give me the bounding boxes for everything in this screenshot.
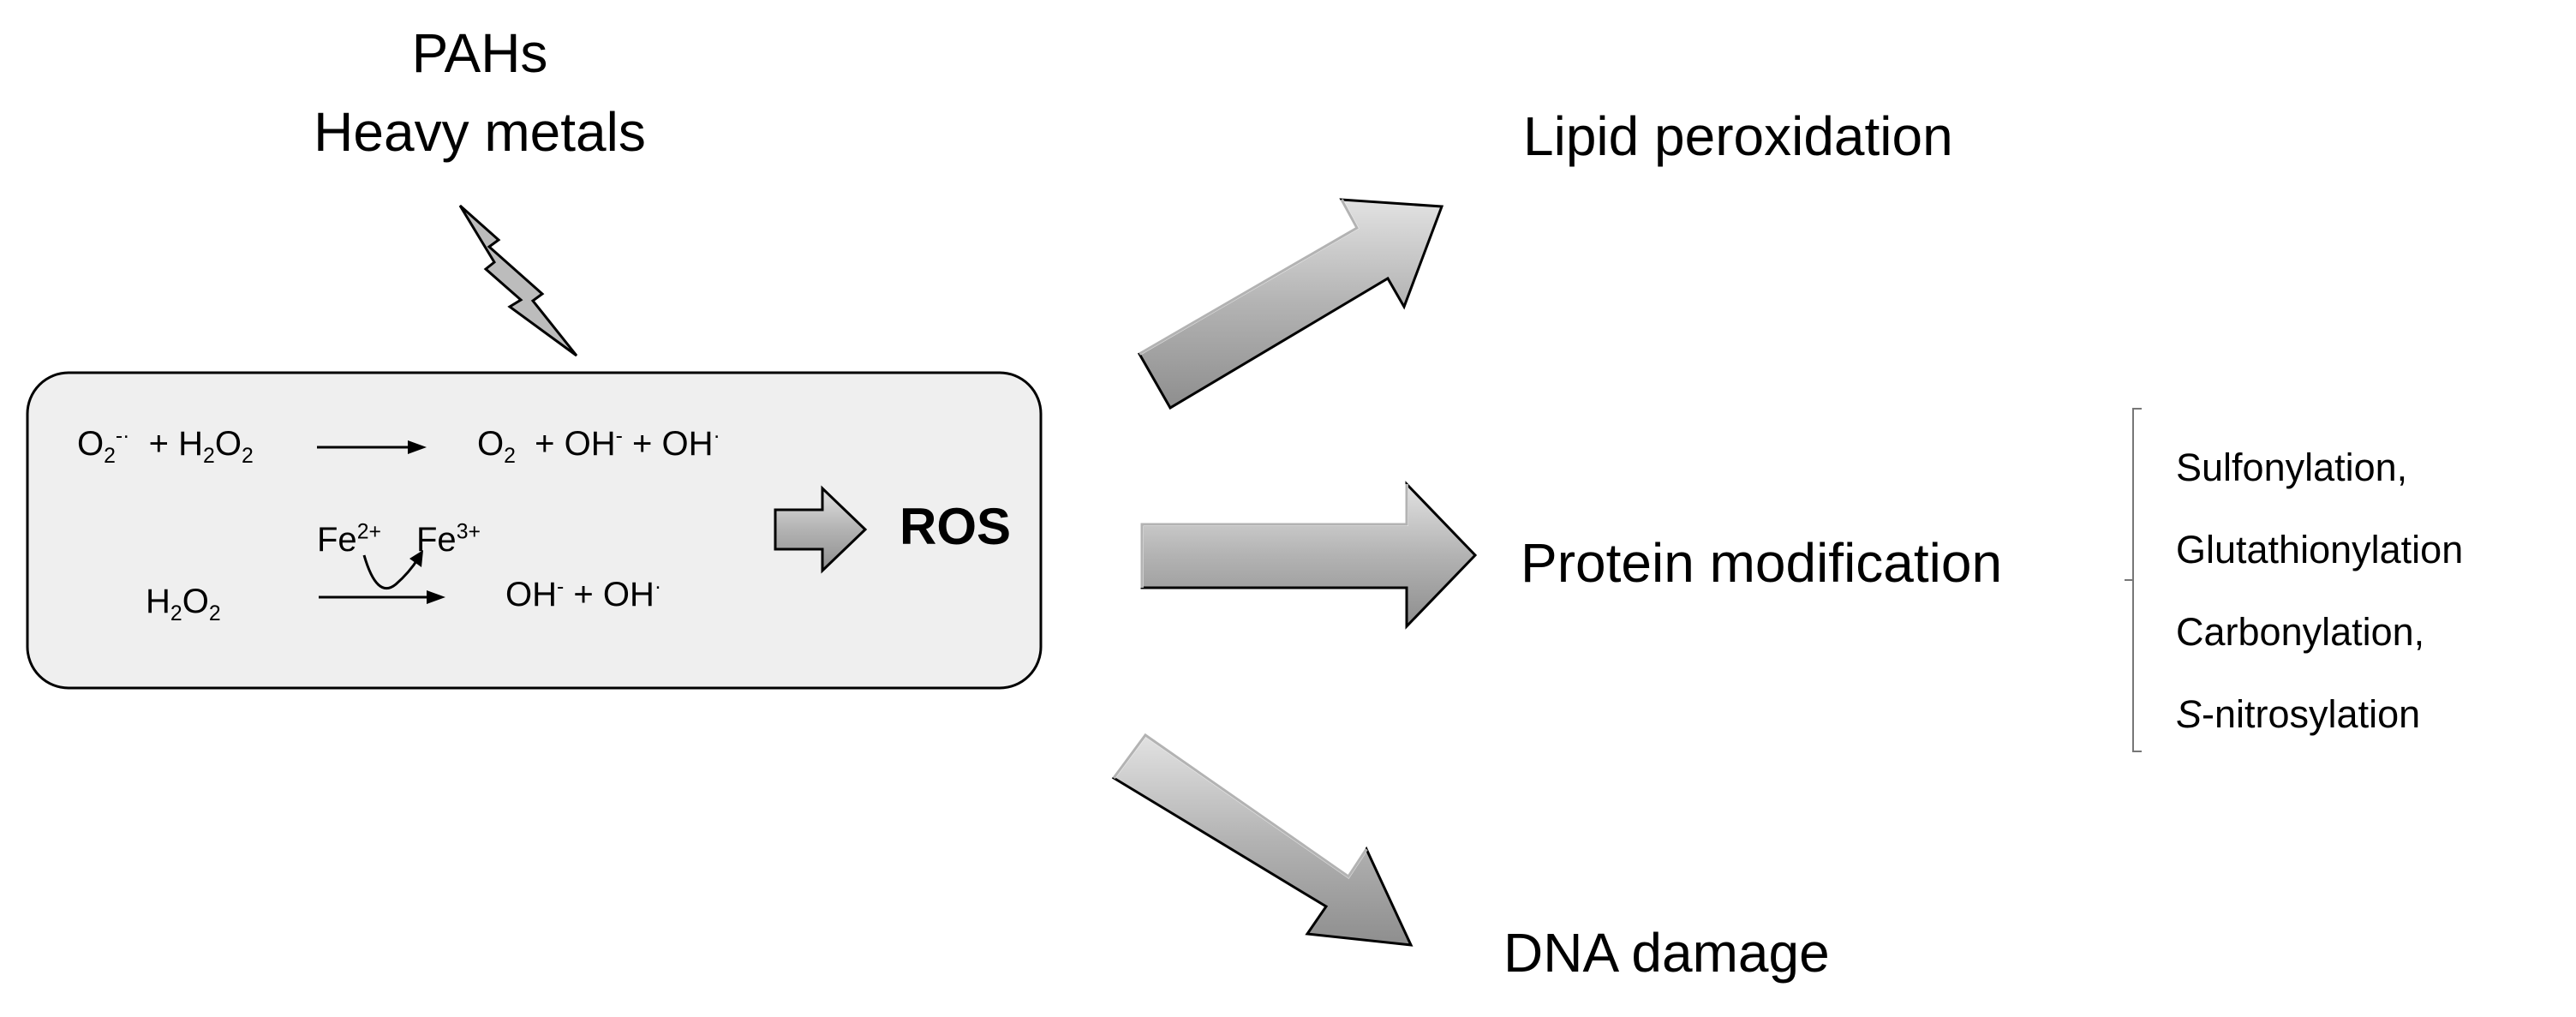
modification-item: Carbonylation, — [2176, 610, 2425, 654]
protein-arrow-icon — [1140, 481, 1478, 630]
reaction-1-products: O2 + OH- + OH· — [477, 424, 720, 468]
reaction-box — [26, 371, 1043, 690]
dna-arrow-icon — [1111, 733, 1414, 947]
modification-item: S-nitrosylation — [2176, 692, 2421, 736]
reaction-2-products: OH- + OH· — [505, 575, 662, 613]
reaction-arrow-2 — [319, 550, 445, 604]
stressor-heavy-metals: Heavy metals — [314, 101, 646, 163]
outcome-dna-damage: DNA damage — [1503, 922, 1830, 984]
fe3-label: Fe3+ — [416, 520, 481, 559]
stressor-pahs: PAHs — [411, 22, 548, 84]
outcome-protein-modification: Protein modification — [1521, 532, 2003, 594]
ros-label: ROS — [900, 498, 1012, 555]
modification-bracket — [2125, 408, 2142, 752]
lightning-icon — [458, 204, 578, 357]
lipid-arrow-icon — [1137, 198, 1444, 410]
reaction-1-reactants: O2-· + H2O2 — [77, 424, 254, 468]
modification-item: Sulfonylation, — [2176, 446, 2408, 489]
fe2-label: Fe2+ — [317, 520, 381, 559]
modification-item: Glutathionylation — [2176, 528, 2464, 571]
reaction-arrow-1 — [317, 440, 427, 454]
ros-arrow-icon — [774, 485, 868, 574]
reaction-2-reactant: H2O2 — [146, 583, 221, 625]
outcome-lipid-peroxidation: Lipid peroxidation — [1523, 105, 1953, 167]
